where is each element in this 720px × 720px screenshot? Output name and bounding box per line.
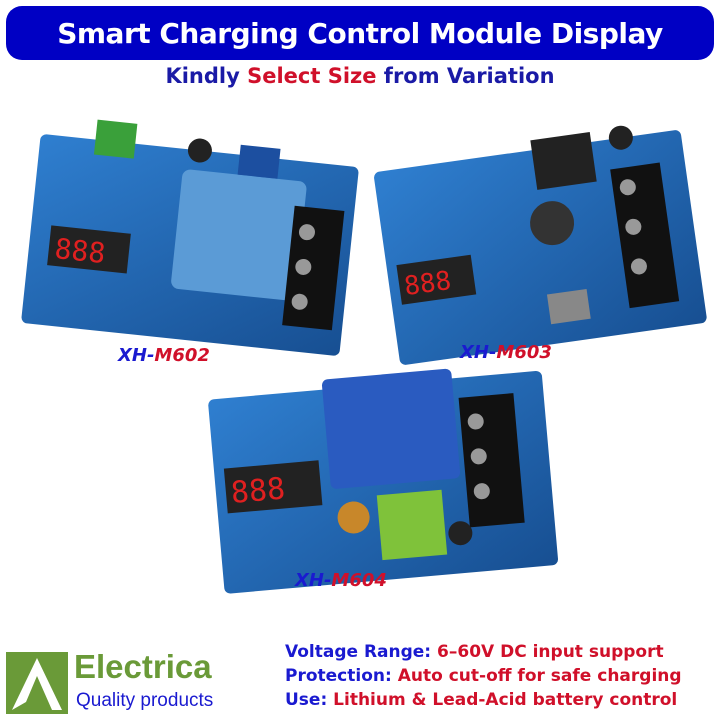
title-banner: Smart Charging Control Module Display bbox=[6, 6, 714, 60]
board-xh-m604: 888 bbox=[208, 368, 559, 594]
relay bbox=[237, 144, 281, 179]
label-xh-m604: XH-M604 bbox=[295, 570, 387, 591]
board-xh-m603: 888 bbox=[374, 125, 707, 365]
spec-protection: Protection: Auto cut-off for safe chargi… bbox=[285, 666, 682, 686]
page-title: Smart Charging Control Module Display bbox=[57, 16, 663, 50]
brand-logo: Electrica Quality products bbox=[6, 648, 226, 716]
logo-a-icon bbox=[6, 652, 68, 714]
svg-text:888: 888 bbox=[230, 471, 287, 511]
brand-tagline: Quality products bbox=[76, 690, 214, 711]
screw-terminal bbox=[458, 393, 525, 528]
spec-voltage: Voltage Range: 6–60V DC input support bbox=[285, 642, 664, 662]
spec-list: Voltage Range: 6–60V DC input support Pr… bbox=[285, 640, 682, 712]
heatsink bbox=[376, 489, 448, 561]
label-xh-m602: XH-M602 bbox=[118, 345, 210, 366]
svg-text:888: 888 bbox=[53, 232, 107, 270]
led-display bbox=[396, 254, 477, 305]
product-images: 888 888 888 bbox=[21, 119, 707, 594]
led-display bbox=[223, 460, 323, 514]
led-display bbox=[47, 225, 131, 274]
transformer bbox=[171, 169, 307, 301]
subtitle: Kindly Select Size from Variation bbox=[165, 64, 555, 88]
label-xh-m603: XH-M603 bbox=[460, 342, 552, 363]
relay bbox=[321, 368, 461, 489]
toroid-inductor bbox=[337, 501, 370, 534]
spec-use: Use: Lithium & Lead-Acid battery control bbox=[285, 690, 678, 710]
inductor bbox=[530, 201, 575, 246]
green-terminal bbox=[93, 119, 138, 159]
screw-terminal bbox=[610, 162, 680, 309]
svg-text:888: 888 bbox=[402, 266, 453, 302]
brand-name: Electrica bbox=[74, 648, 212, 685]
board-xh-m602: 888 bbox=[21, 119, 359, 356]
relay bbox=[530, 131, 597, 190]
